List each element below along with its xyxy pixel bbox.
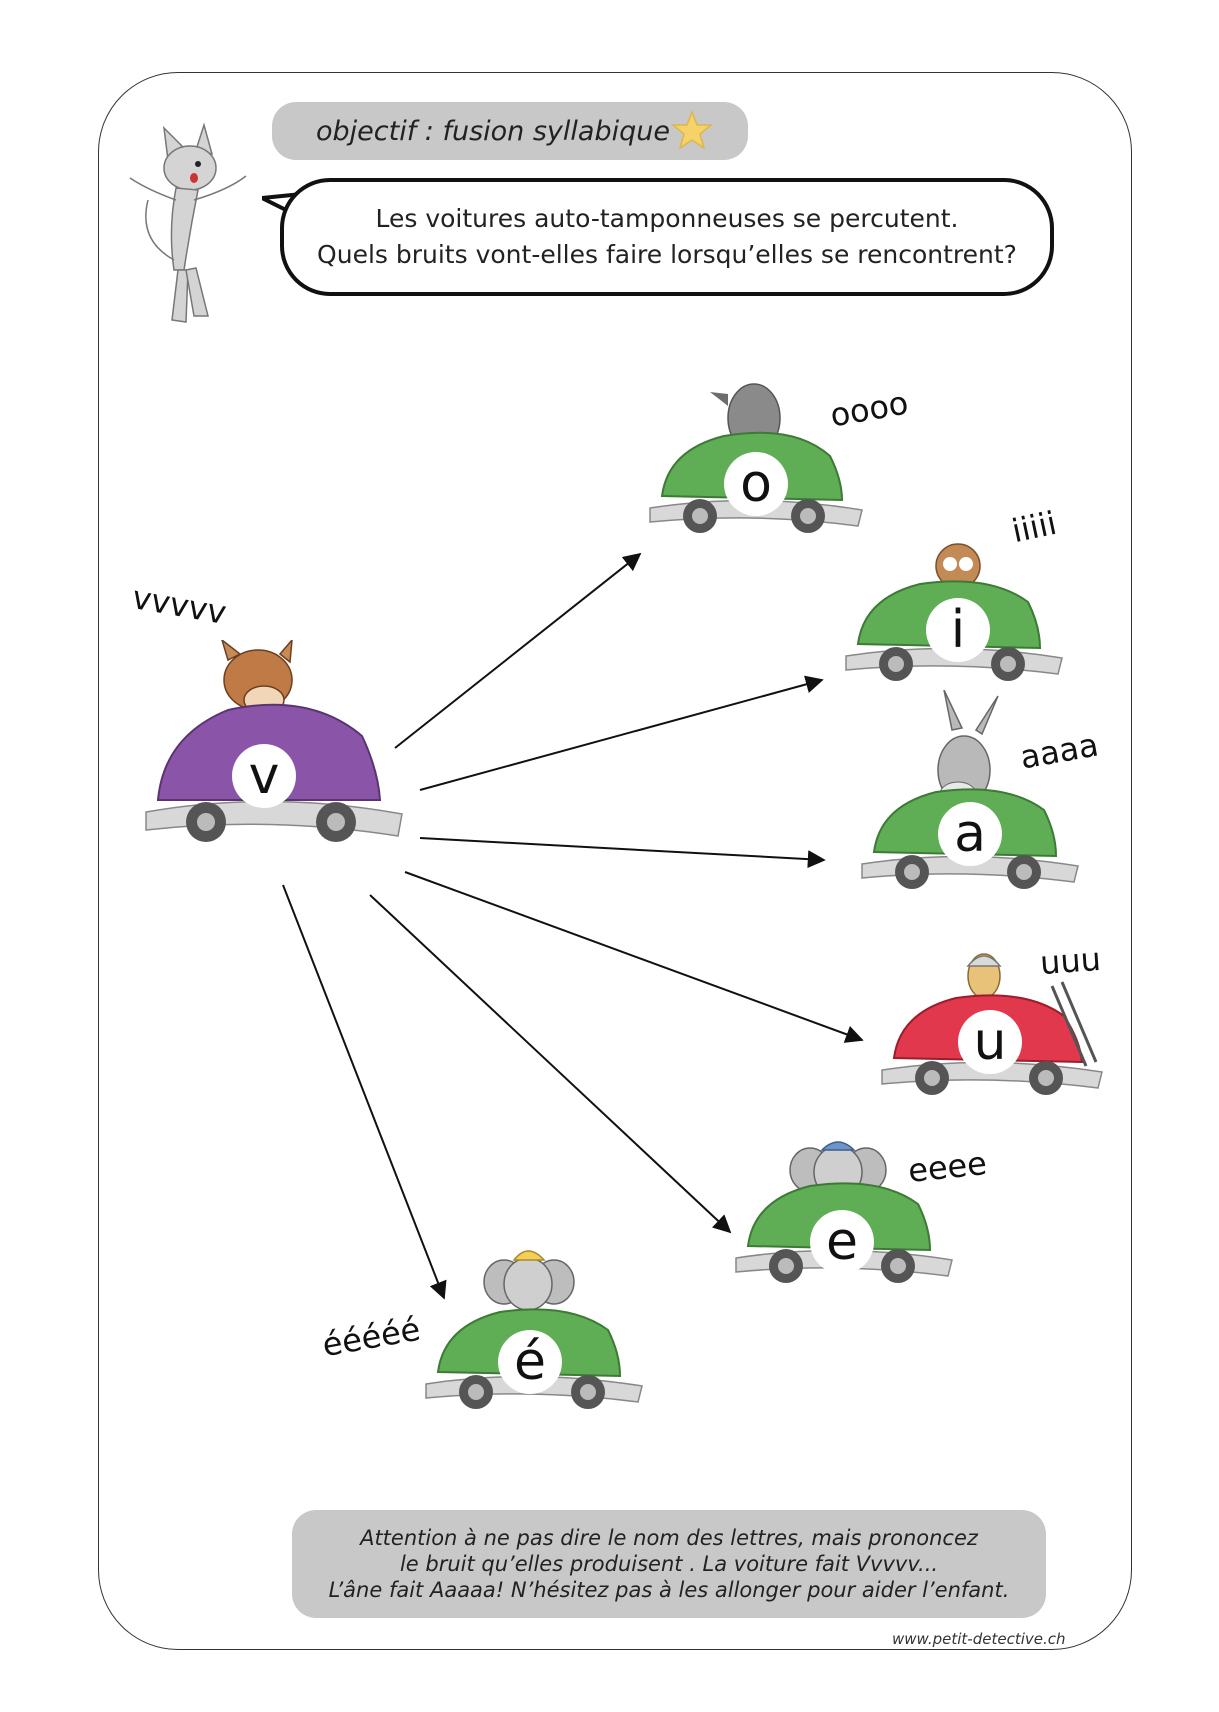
star-icon — [670, 109, 714, 150]
cow-icon — [145, 640, 403, 842]
note-line-2: le bruit qu’elles produisent . La voitur… — [399, 1552, 939, 1576]
letter-u: u — [958, 1010, 1022, 1074]
question-line-1: Les voitures auto-tamponneuses se percut… — [375, 204, 959, 233]
website-credit: www.petit-detective.ch — [892, 1630, 1066, 1648]
question-bubble: Les voitures auto-tamponneuses se percut… — [280, 178, 1054, 296]
car-a: a — [856, 690, 1082, 900]
objective-text: objectif : fusion syllabique — [316, 115, 670, 147]
cat-mascot-icon — [129, 122, 247, 323]
page-frame — [98, 72, 1132, 1650]
letter-i: i — [926, 598, 990, 662]
donkey-icon — [861, 690, 1079, 889]
letter-e-acute: é — [498, 1330, 562, 1394]
car-v: v — [140, 640, 410, 850]
car-i: i — [840, 540, 1066, 690]
elephant-icon — [735, 1141, 953, 1283]
note-line-3: L’âne fait Aaaaa! N’hésitez pas à les al… — [328, 1578, 1010, 1602]
car-o: o — [644, 376, 870, 546]
objective-label: objectif : fusion syllabique — [272, 102, 748, 160]
car-e: e — [730, 1134, 956, 1294]
letter-a: a — [938, 802, 1002, 866]
letter-v: v — [232, 744, 296, 808]
letter-o: o — [724, 452, 788, 516]
instructions-note: Attention à ne pas dire le nom des lettr… — [292, 1510, 1046, 1618]
sound-u: uuu — [1038, 939, 1103, 983]
question-line-2: Quels bruits vont-elles faire lorsqu’ell… — [317, 240, 1017, 269]
note-line-1: Attention à ne pas dire le nom des lettr… — [360, 1526, 978, 1550]
mole-icon — [649, 383, 863, 533]
letter-e: e — [810, 1210, 874, 1274]
car-e-acute: é — [420, 1240, 646, 1420]
car-u: u — [876, 946, 1106, 1106]
